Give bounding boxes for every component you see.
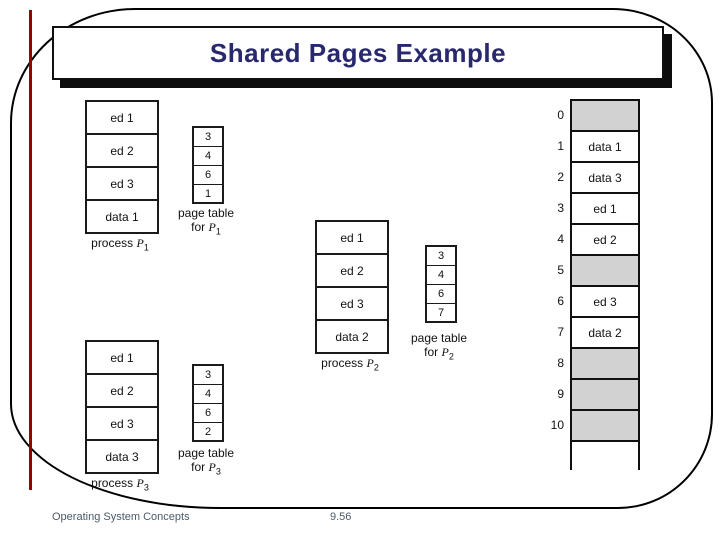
memory-frame-number: 6	[557, 294, 564, 308]
memory-frame	[572, 99, 638, 130]
memory-frame-label: data 3	[588, 170, 622, 185]
page-table-cell: 7	[437, 306, 445, 319]
process-page-cell: ed 1	[317, 222, 387, 255]
red-accent-bar	[29, 10, 32, 490]
page-number: 9.56	[330, 511, 352, 523]
memory-frame-label: ed 3	[593, 294, 617, 309]
page-table-cell: 6	[194, 166, 222, 185]
process-label-p3: process P3	[91, 476, 149, 493]
page-table-cell: 4	[194, 385, 222, 404]
page-table-caption: page table	[177, 206, 235, 220]
memory-frame-number: 7	[557, 325, 564, 339]
page-table-caption: for P2	[424, 345, 454, 362]
process-page-cell: ed 2	[87, 135, 157, 168]
title-box: Shared Pages Example	[52, 26, 664, 80]
page-table-cell: 4	[427, 266, 455, 285]
process-page-cell: ed 3	[87, 408, 157, 441]
memory-frame	[572, 409, 638, 440]
page-table-cell: 3	[194, 128, 222, 147]
process-page-cell: data 2	[335, 329, 369, 344]
slide-title: Shared Pages Example	[209, 37, 507, 68]
memory-frame: ed 1	[572, 192, 638, 223]
footer-text: Operating System Concepts	[52, 511, 190, 523]
process-page-cell: ed 2	[317, 255, 387, 288]
memory-frame-number: 2	[557, 170, 564, 184]
page-table-cell: 1	[204, 187, 212, 200]
memory-column: data 1 data 3 ed 1 ed 2 ed 3 data 2	[570, 99, 640, 470]
page-table-cell: 2	[204, 425, 212, 438]
memory-frame	[572, 254, 638, 285]
process-page-cell: data 3	[105, 449, 139, 464]
page-table-cell: 6	[427, 285, 455, 304]
slide-border	[10, 8, 713, 509]
process-label-p1: process P1	[91, 236, 149, 253]
process-page-cell: data 1	[105, 209, 139, 224]
memory-frame-number: 3	[557, 201, 564, 215]
memory-frame	[572, 347, 638, 378]
process-page-cell: ed 1	[87, 342, 157, 375]
memory-frame: ed 3	[572, 285, 638, 316]
page-table-caption: page table	[410, 331, 468, 345]
process-page-cell: ed 1	[87, 102, 157, 135]
page-table-cell: 4	[194, 147, 222, 166]
process-page-cell: ed 2	[87, 375, 157, 408]
memory-frame-number: 9	[557, 387, 564, 401]
memory-frame: data 2	[572, 316, 638, 347]
process-label-p2: process P2	[321, 356, 379, 373]
process-page-cell: ed 3	[317, 288, 387, 321]
memory-frame-number: 0	[557, 108, 564, 122]
page-table-cell: 6	[194, 404, 222, 423]
page-table-caption: for P3	[191, 460, 221, 477]
memory-frame-number: 1	[557, 139, 564, 153]
memory-frame-number: 8	[557, 356, 564, 370]
memory-frame-label: data 1	[588, 139, 622, 154]
memory-column-tail	[572, 440, 638, 470]
process-page-cell: ed 3	[87, 168, 157, 201]
memory-frame: ed 2	[572, 223, 638, 254]
memory-frame: data 3	[572, 161, 638, 192]
page-table-caption: for P1	[191, 220, 221, 237]
page-table-cell: 3	[194, 366, 222, 385]
memory-frame-number: 10	[550, 418, 564, 432]
page-table-caption: page table	[177, 446, 235, 460]
memory-frame-number: 5	[557, 263, 564, 277]
memory-frame: data 1	[572, 130, 638, 161]
memory-frame-label: data 2	[588, 325, 622, 340]
memory-frame-label: ed 2	[593, 232, 617, 247]
memory-frame-label: ed 1	[593, 201, 617, 216]
page-table-cell: 3	[427, 247, 455, 266]
memory-frame	[572, 378, 638, 409]
memory-frame-number: 4	[557, 232, 564, 246]
